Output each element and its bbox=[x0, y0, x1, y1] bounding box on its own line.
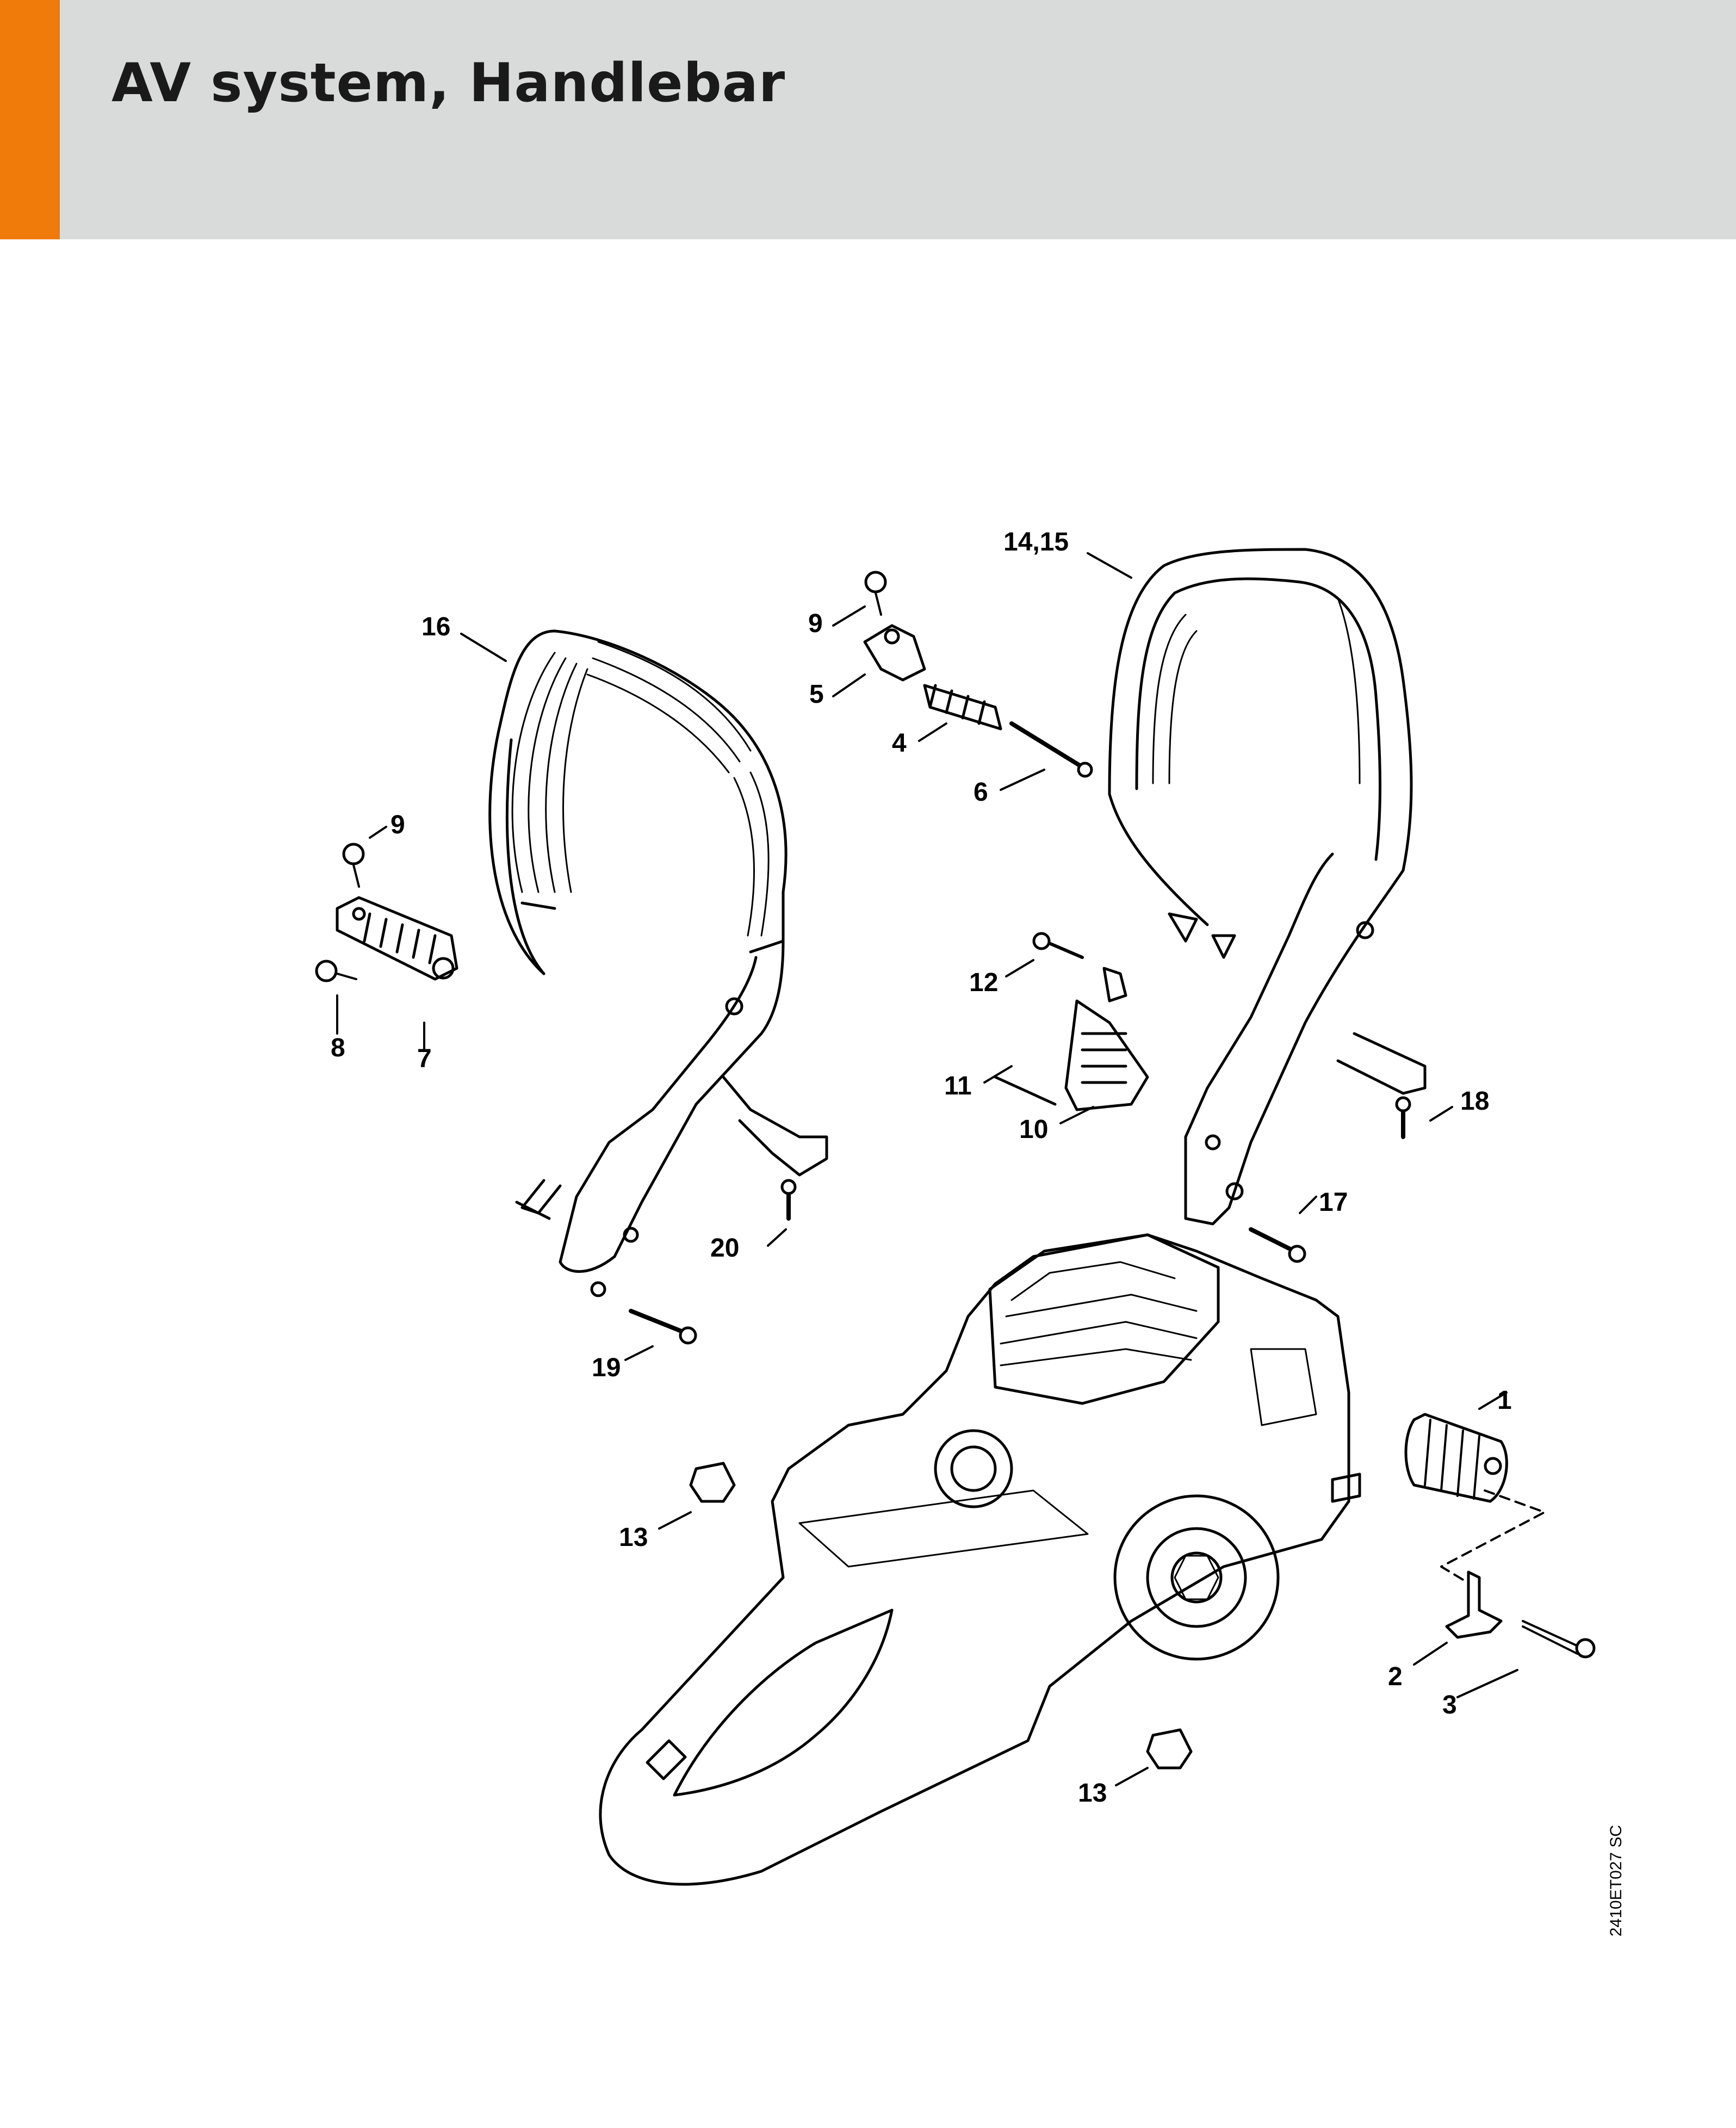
screw-11 bbox=[994, 1075, 1057, 1106]
leader-lines bbox=[336, 552, 1518, 1786]
drawing-reference: 2410ET027 SC bbox=[1607, 1824, 1625, 1937]
dashed-guide bbox=[1440, 1489, 1546, 1584]
header-band: AV system, Handlebar bbox=[0, 0, 1736, 239]
callout-5: 5 bbox=[809, 680, 824, 709]
screw-3 bbox=[1522, 1620, 1584, 1655]
bracket-5 bbox=[863, 624, 926, 682]
screw-9-top bbox=[864, 571, 887, 593]
callout-20: 20 bbox=[710, 1234, 739, 1263]
callout-11: 11 bbox=[944, 1072, 972, 1100]
rear-handlebar-right bbox=[1108, 548, 1427, 1226]
screw-17 bbox=[1249, 1227, 1297, 1253]
callout-7: 7 bbox=[417, 1044, 432, 1073]
callout-8: 8 bbox=[331, 1034, 345, 1062]
screw-8 bbox=[315, 960, 338, 982]
chainsaw-powerhead bbox=[599, 1233, 1361, 1886]
spring-support-10 bbox=[1064, 967, 1149, 1111]
callout-14-15: 14,15 bbox=[1003, 528, 1069, 556]
callout-16: 16 bbox=[421, 613, 450, 641]
callout-1: 1 bbox=[1497, 1386, 1512, 1415]
page-title: AV system, Handlebar bbox=[111, 52, 786, 114]
callout-9-left: 9 bbox=[390, 811, 405, 839]
buffer-13-bottom bbox=[1146, 1728, 1193, 1770]
callout-13-top: 13 bbox=[619, 1523, 648, 1552]
pin-6 bbox=[1009, 721, 1084, 769]
buffer-13-top bbox=[689, 1462, 736, 1503]
av-spring-right bbox=[1404, 1413, 1508, 1503]
front-handlebar-left bbox=[488, 629, 828, 1297]
callout-17: 17 bbox=[1319, 1188, 1348, 1217]
callout-10: 10 bbox=[1019, 1115, 1048, 1144]
callout-13-bottom: 13 bbox=[1078, 1779, 1107, 1808]
spring-4 bbox=[923, 684, 1002, 731]
screw-9-left bbox=[342, 843, 365, 865]
callout-18: 18 bbox=[1460, 1087, 1489, 1116]
av-spring-left bbox=[336, 896, 458, 981]
screw-12 bbox=[1043, 939, 1084, 959]
stop-bracket bbox=[1445, 1570, 1503, 1639]
callout-4: 4 bbox=[892, 729, 907, 758]
accent-bar bbox=[0, 0, 60, 239]
screw-19 bbox=[629, 1309, 687, 1335]
callout-19: 19 bbox=[592, 1353, 621, 1382]
callout-3: 3 bbox=[1442, 1691, 1457, 1719]
callout-9-top: 9 bbox=[808, 609, 823, 638]
callout-2: 2 bbox=[1388, 1662, 1403, 1691]
callout-6: 6 bbox=[974, 778, 988, 807]
callout-12: 12 bbox=[969, 968, 998, 997]
